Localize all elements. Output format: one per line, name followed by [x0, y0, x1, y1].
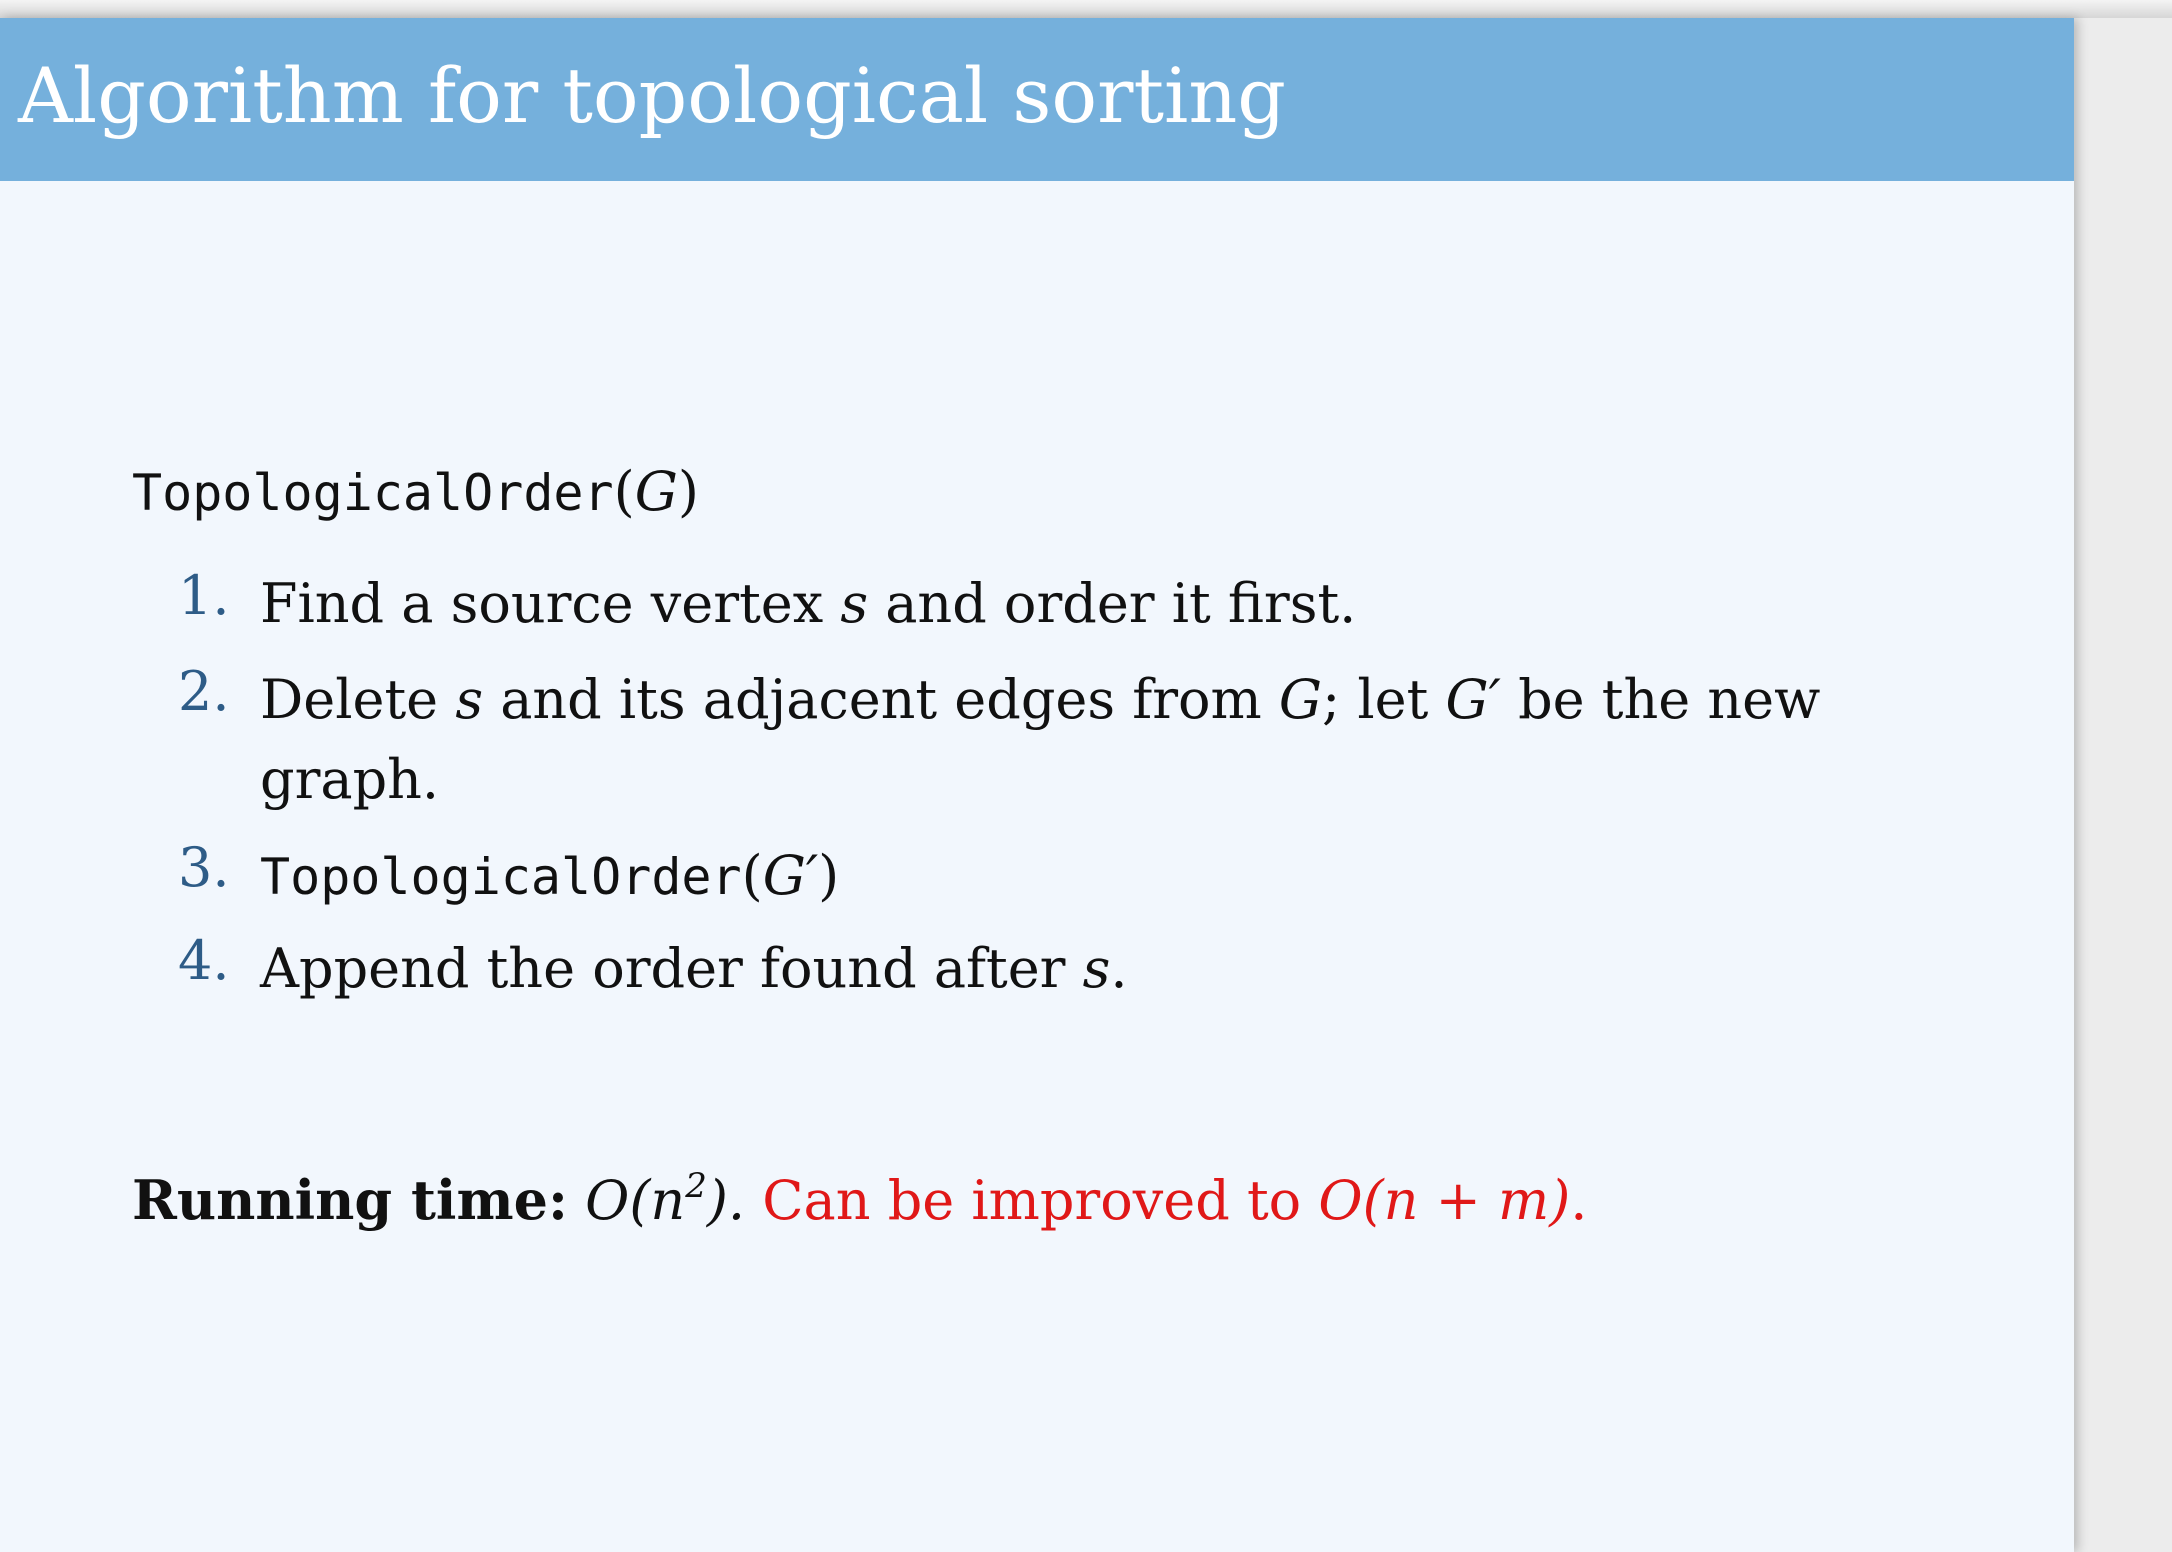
recursive-call: TopologicalOrder — [260, 848, 742, 906]
complexity: O(n2). — [585, 1166, 746, 1232]
var-g-prime: G′ — [762, 844, 819, 907]
var-g-prime: G′ — [1445, 668, 1501, 731]
step-number: 2. — [178, 660, 230, 723]
step-number: 1. — [178, 564, 230, 627]
running-time: Running time: O(n2). Can be improved to … — [132, 1168, 1587, 1232]
improvement-note: Can be improved to O(n + m). — [762, 1169, 1588, 1232]
slide-title: Algorithm for topological sorting — [18, 51, 1286, 140]
function-name: TopologicalOrder — [132, 464, 614, 522]
var-s: s — [1082, 937, 1111, 1000]
function-signature: TopologicalOrder(G) — [132, 460, 699, 523]
var-s: s — [455, 668, 484, 731]
step-number: 4. — [178, 929, 230, 992]
step-number: 3. — [178, 836, 230, 899]
running-time-label: Running time: — [132, 1168, 568, 1232]
step-text: Delete s and its adjacent edges from G; … — [260, 668, 1821, 811]
improved-complexity: O(n + m) — [1318, 1169, 1571, 1232]
step-text: TopologicalOrder(G′) — [260, 844, 840, 907]
step-text: Find a source vertex s and order it firs… — [260, 572, 1357, 635]
var-g: G — [1278, 668, 1323, 731]
window-top-strip — [0, 0, 2172, 18]
slide: Algorithm for topological sorting Topolo… — [0, 18, 2074, 1552]
function-param: G — [634, 460, 678, 523]
step-text: Append the order found after s. — [260, 937, 1128, 1000]
var-s: s — [840, 572, 869, 635]
title-bar: Algorithm for topological sorting — [0, 18, 2074, 181]
